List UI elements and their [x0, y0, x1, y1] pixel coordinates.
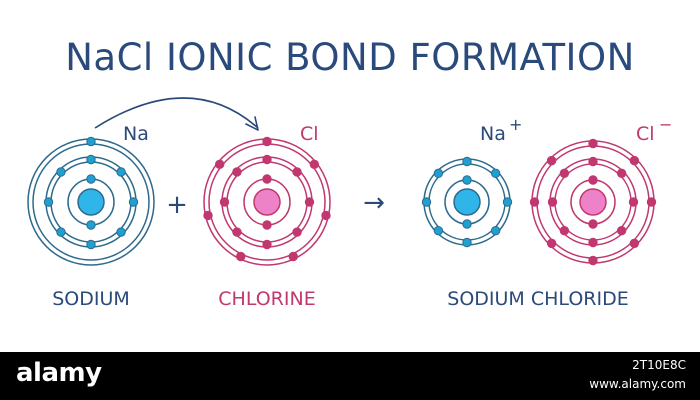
electron: [462, 175, 472, 185]
electron: [629, 155, 640, 166]
electron: [43, 197, 54, 207]
electron: [86, 174, 96, 184]
electron: [56, 167, 66, 177]
electron: [321, 210, 331, 221]
electron: [86, 136, 96, 147]
chloride-ion: [529, 138, 657, 266]
electron: [433, 168, 444, 179]
product-label: SODIUM CHLORIDE: [447, 288, 628, 310]
electron: [502, 197, 513, 207]
sodium-ion-charge: +: [509, 115, 522, 134]
electron: [646, 197, 657, 207]
electron: [433, 225, 444, 236]
electron: [304, 197, 315, 207]
electron: [56, 227, 66, 237]
electron: [116, 227, 126, 237]
electron: [462, 237, 472, 248]
electron: [588, 237, 598, 248]
electron: [588, 156, 598, 167]
electron: [490, 168, 501, 179]
electron: [588, 255, 598, 266]
nucleus: [77, 188, 105, 216]
watermark-logo: alamy: [16, 358, 102, 388]
electron: [462, 219, 472, 229]
electron: [546, 238, 557, 249]
electron: [309, 159, 320, 169]
nucleus: [579, 188, 607, 216]
electron: [262, 174, 272, 184]
electron: [628, 197, 639, 207]
sodium-atom: [27, 136, 155, 266]
electron: [86, 220, 96, 230]
electron: [236, 251, 246, 262]
ionic-bond-diagram: NaCl IONIC BOND FORMATION Na Cl Na + Cl …: [27, 36, 672, 310]
electron: [262, 220, 272, 230]
chloride-ion-symbol: Cl: [636, 123, 655, 145]
watermark-bar: alamy 2T10E8C www.alamy.com: [0, 352, 700, 400]
sodium-ion-symbol: Na: [480, 123, 506, 145]
chlorine-symbol: Cl: [300, 123, 319, 145]
chlorine-label: CHLORINE: [218, 288, 315, 310]
electron: [559, 225, 570, 236]
electron: [462, 156, 472, 167]
sodium-label: SODIUM: [52, 288, 130, 310]
electron: [629, 238, 640, 249]
electron: [559, 168, 570, 179]
electron: [616, 168, 627, 179]
electron: [232, 227, 242, 237]
electron: [588, 219, 598, 229]
electron: [421, 197, 432, 207]
electron: [262, 136, 272, 147]
reaction-arrow: →: [363, 188, 385, 218]
electron: [214, 159, 225, 169]
electron: [116, 167, 126, 177]
electron: [616, 225, 627, 236]
nucleus: [453, 188, 481, 216]
electron: [288, 251, 298, 262]
page-title: NaCl IONIC BOND FORMATION: [65, 36, 635, 79]
watermark-url: www.alamy.com: [589, 377, 686, 391]
watermark-image-id: 2T10E8C: [632, 358, 686, 372]
nucleus: [253, 188, 281, 216]
electron-transfer-arrowhead: [245, 116, 259, 131]
electron: [219, 197, 230, 207]
electron-transfer-arrow: [94, 97, 259, 129]
sodium-ion: [421, 156, 513, 248]
electron: [86, 154, 96, 165]
sodium-symbol: Na: [123, 123, 149, 145]
chloride-ion-charge: −: [659, 115, 672, 134]
electron: [588, 138, 598, 149]
electron: [86, 239, 96, 250]
electron: [262, 154, 272, 165]
electron: [128, 197, 139, 207]
electron: [546, 155, 557, 166]
electron: [490, 225, 501, 236]
electron: [292, 167, 302, 177]
electron: [292, 227, 302, 237]
electron: [232, 167, 242, 177]
electron: [529, 197, 540, 207]
electron: [588, 175, 598, 185]
electron: [262, 239, 272, 250]
plus-sign: +: [166, 190, 188, 220]
electron: [547, 197, 558, 207]
chlorine-atom: [203, 136, 331, 266]
electron: [203, 210, 213, 221]
